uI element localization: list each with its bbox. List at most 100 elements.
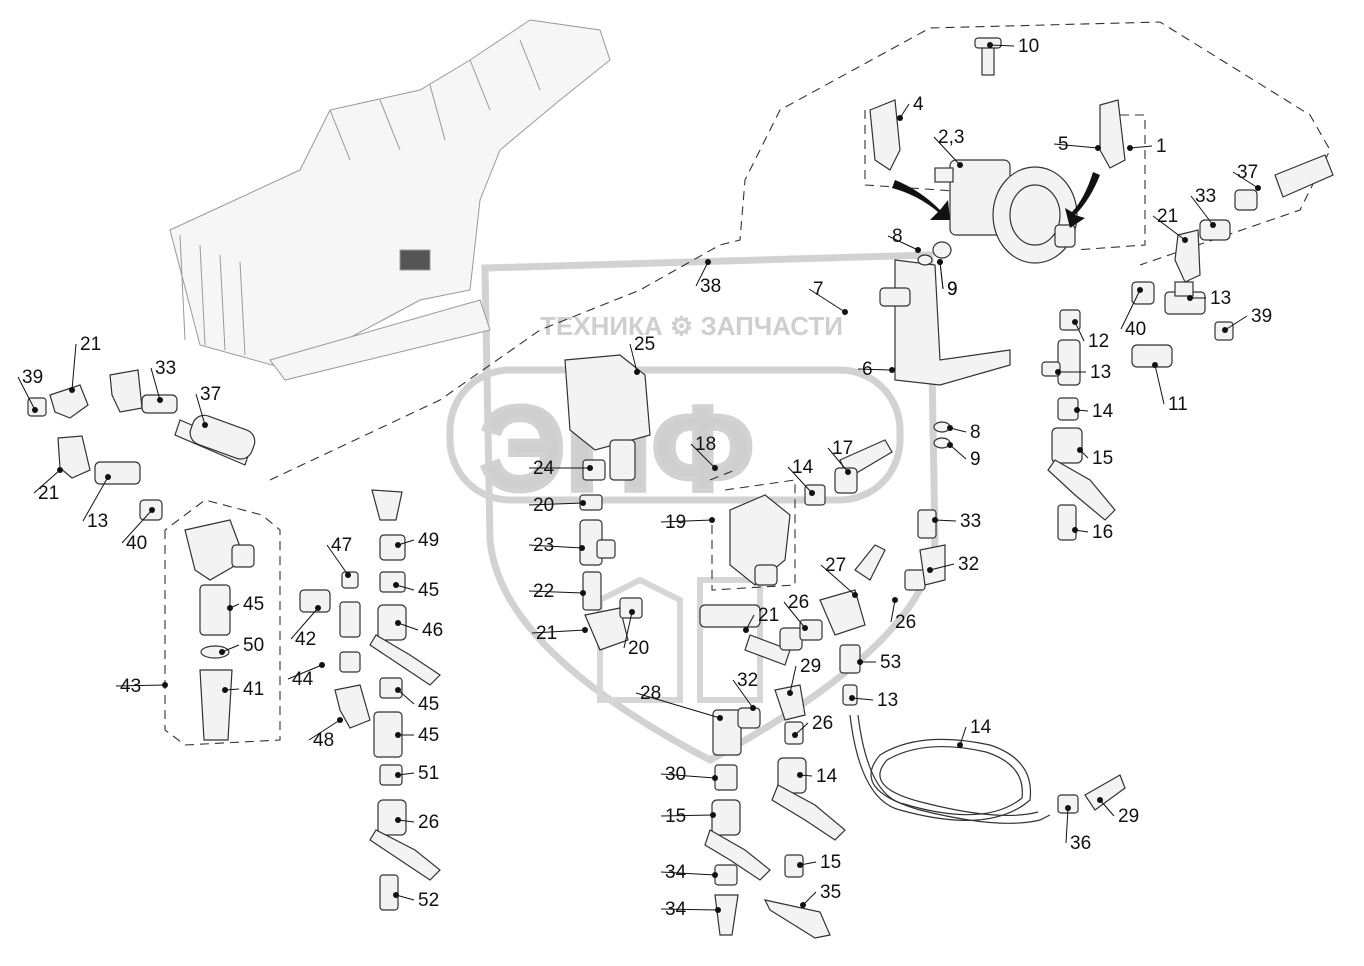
callout-label: 47 (331, 535, 352, 556)
callout-dot-6 (1210, 222, 1216, 228)
callout-leader-35 (690, 443, 716, 469)
callout-leader-58 (287, 664, 323, 680)
callout-label: 50 (243, 635, 264, 656)
callout-label: 52 (418, 890, 439, 911)
callout-leader-30 (33, 469, 61, 494)
callout-label: 8 (892, 226, 903, 247)
callout-label: 10 (1018, 36, 1039, 57)
callout-label: 53 (880, 652, 901, 673)
callout-label: 14 (1092, 401, 1114, 422)
callout-dot-52 (227, 605, 233, 611)
callout-leader-47 (783, 601, 806, 629)
callout-leader-49 (326, 544, 349, 576)
callout-leader-39 (528, 544, 583, 549)
callout-dot-35 (712, 465, 718, 471)
callout-dot-54 (395, 620, 401, 626)
valve-25-group (564, 354, 651, 651)
pump-assembly (934, 159, 1078, 264)
callout-dot-45 (629, 609, 635, 615)
callout-dot-58 (319, 662, 325, 668)
callout-label: 14 (970, 717, 992, 738)
callout-dot-5 (1255, 185, 1261, 191)
callout-leader-56 (115, 684, 166, 687)
callout-label: 51 (418, 763, 439, 784)
callout-label: 40 (1125, 319, 1146, 340)
callout-label: 12 (1088, 331, 1109, 352)
callout-dot-41 (927, 567, 933, 573)
callout-label: 11 (1168, 394, 1188, 415)
callout-leader-8 (887, 235, 919, 251)
callout-leader-51 (395, 584, 415, 591)
callout-leader-78 (802, 891, 817, 906)
callout-label: 17 (832, 438, 853, 459)
callout-dot-19 (1074, 407, 1080, 413)
callout-dot-37 (809, 490, 815, 496)
callout-leader-13 (1120, 289, 1141, 330)
callout-leader-32 (121, 509, 153, 544)
callout-label: 8 (970, 422, 981, 443)
callout-dot-23 (1077, 447, 1083, 453)
lower-center-column (704, 684, 846, 939)
callout-dot-0 (987, 42, 993, 48)
callout-dot-51 (393, 582, 399, 588)
machine-overview-icon (169, 19, 611, 381)
callout-leader-60 (308, 719, 341, 741)
callout-label: 21 (38, 483, 59, 504)
callout-label: 37 (200, 384, 221, 405)
callout-dot-44 (582, 627, 588, 633)
callout-dot-11 (842, 309, 848, 315)
callout-dot-39 (579, 545, 585, 551)
callout-dot-67 (849, 695, 855, 701)
callout-label: 14 (816, 766, 838, 787)
callout-leader-80 (1099, 799, 1115, 817)
callout-label: 21 (1157, 206, 1178, 227)
callout-label: 43 (120, 676, 141, 697)
callout-leader-25 (71, 343, 77, 391)
assembly-outline-41 (164, 499, 281, 746)
callout-label: 45 (418, 725, 439, 746)
callout-dot-4 (1127, 145, 1133, 151)
callout-dot-60 (337, 717, 343, 723)
callout-dot-70 (792, 732, 798, 738)
callout-leader-72 (660, 773, 716, 779)
callout-dot-16 (1072, 319, 1078, 325)
callout-leader-71 (959, 726, 967, 746)
callout-dot-33 (587, 465, 593, 471)
callout-dot-29 (634, 369, 640, 375)
callout-dot-71 (957, 742, 963, 748)
callout-leader-45 (623, 611, 633, 649)
callout-label: 45 (243, 594, 264, 615)
callout-dot-2 (957, 162, 963, 168)
callout-dot-18 (1152, 362, 1158, 368)
callout-leader-12 (939, 261, 944, 290)
callout-leader-55 (221, 644, 240, 653)
valve-19 (729, 439, 893, 586)
callout-leader-28 (195, 393, 206, 426)
callout-dot-56 (162, 682, 168, 688)
callout-label: 34 (665, 862, 687, 883)
callout-dot-62 (395, 772, 401, 778)
callout-leader-67 (851, 697, 874, 701)
callout-dot-17 (1055, 369, 1061, 375)
callout-dot-38 (709, 517, 715, 523)
callout-dot-7 (1182, 237, 1188, 243)
callout-leader-48 (890, 599, 896, 623)
callout-dot-63 (395, 817, 401, 823)
assembly-outline-19 (709, 469, 796, 591)
callout-leader-41 (929, 563, 955, 571)
callout-dot-31 (105, 474, 111, 480)
callout-dot-8 (915, 247, 921, 253)
callout-label: 26 (418, 812, 439, 833)
callout-label: 28 (640, 683, 661, 704)
callout-dot-40 (932, 517, 938, 523)
callout-leader-44 (531, 629, 586, 634)
callout-label: 7 (813, 279, 824, 300)
callout-label: 9 (970, 449, 981, 470)
callout-label: 40 (126, 533, 147, 554)
callout-dot-32 (149, 507, 155, 513)
callout-leader-3 (1053, 143, 1099, 149)
callout-label: 13 (1210, 288, 1231, 309)
callout-dot-80 (1097, 797, 1103, 803)
callout-label: 36 (1070, 833, 1091, 854)
